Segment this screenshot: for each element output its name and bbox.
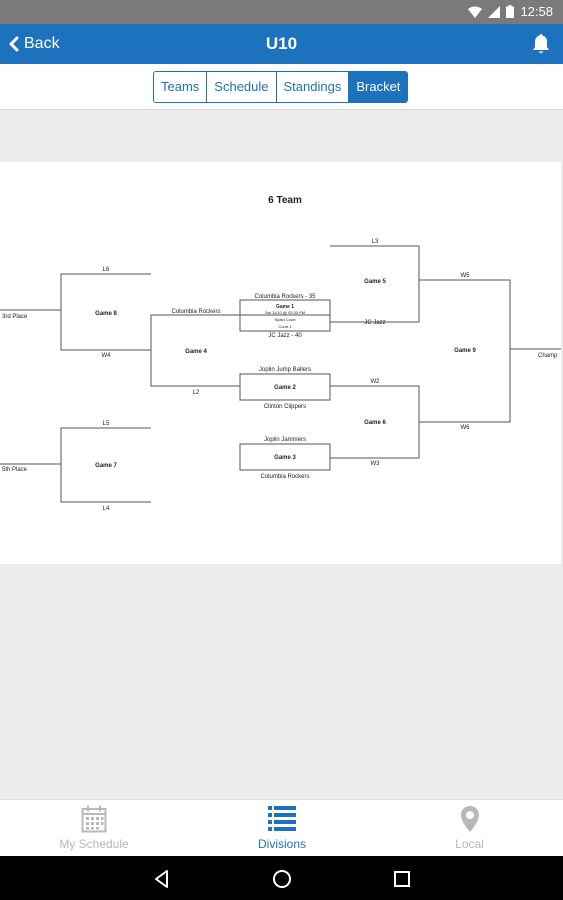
game-6-label[interactable]: Game 6 xyxy=(364,420,386,426)
place-label-5th: 5th Place xyxy=(2,467,28,473)
bottom-nav: My Schedule Divisions Local xyxy=(0,799,563,856)
app-bar: U10 Back xyxy=(0,24,563,64)
bell-icon[interactable] xyxy=(529,32,553,56)
game-2-bottom-slot: Clinton Clippers xyxy=(264,404,306,410)
status-bar: 12:58 xyxy=(0,0,563,24)
bracket-view[interactable]: 6 Team 3rd Place 5th Place Champ L6 Game… xyxy=(0,162,561,564)
nav-label-local: Local xyxy=(455,837,484,851)
location-pin-icon xyxy=(460,806,479,832)
game-5-top-slot: L3 xyxy=(372,239,379,245)
calendar-icon xyxy=(81,805,107,833)
game-6-top-slot: W2 xyxy=(371,379,381,385)
system-nav-bar xyxy=(0,856,563,900)
tab-schedule[interactable]: Schedule xyxy=(207,72,277,102)
recents-square-icon[interactable] xyxy=(391,868,413,890)
page-title: U10 xyxy=(265,34,298,53)
signal-icon xyxy=(488,5,501,18)
status-time: 12:58 xyxy=(520,4,553,19)
champion-label: Champ xyxy=(538,353,558,359)
game-3-top-slot: Joplin Jammers xyxy=(264,437,306,443)
nav-my-schedule[interactable]: My Schedule xyxy=(0,800,188,857)
nav-label-divisions: Divisions xyxy=(257,837,306,851)
game-5-label[interactable]: Game 5 xyxy=(364,279,386,285)
nav-local[interactable]: Local xyxy=(376,800,563,857)
game-1-bottom-slot: JC Jazz - 40 xyxy=(268,333,302,339)
game-9-bottom-slot: W6 xyxy=(461,425,471,431)
game-7-top-slot: L5 xyxy=(103,421,110,427)
home-circle-icon[interactable] xyxy=(271,868,293,890)
game-1-datetime: Sat 11/10 @ 03:30 PM xyxy=(265,310,305,315)
tab-standings[interactable]: Standings xyxy=(276,72,350,102)
back-label: Back xyxy=(24,35,60,52)
battery-icon xyxy=(506,5,515,18)
bracket-title: 6 Team xyxy=(268,195,302,206)
back-triangle-icon[interactable] xyxy=(151,868,173,890)
game-8-label[interactable]: Game 8 xyxy=(95,311,117,317)
game-1-court: Court 1 xyxy=(278,324,292,329)
game-1-label[interactable]: Game 1 xyxy=(276,304,294,310)
place-label-3rd: 3rd Place xyxy=(2,314,28,320)
game-8-top-slot: L6 xyxy=(103,267,110,273)
game-3-bottom-slot: Columbia Rockers xyxy=(260,474,309,480)
segment-bar: Teams Schedule Standings Bracket xyxy=(0,64,563,110)
back-button[interactable]: Back xyxy=(8,24,60,64)
status-icons: 12:58 xyxy=(468,4,553,19)
nav-label-my-schedule: My Schedule xyxy=(59,837,129,851)
wifi-icon xyxy=(468,6,483,18)
nav-divisions[interactable]: Divisions xyxy=(188,800,376,857)
tab-teams[interactable]: Teams xyxy=(154,72,208,102)
game-8-bottom-slot: W4 xyxy=(102,353,112,359)
list-icon xyxy=(268,806,296,831)
game-5-bottom-slot: JC Jazz xyxy=(364,320,385,326)
game-3-label[interactable]: Game 3 xyxy=(274,455,296,461)
game-1-top-slot: Columbia Rockers - 35 xyxy=(254,294,316,300)
game-1-venue: Spaid Court xyxy=(274,317,296,322)
segmented-control: Teams Schedule Standings Bracket xyxy=(153,71,409,103)
game-4-label[interactable]: Game 4 xyxy=(185,349,207,355)
game-7-label[interactable]: Game 7 xyxy=(95,463,117,469)
game-6-bottom-slot: W3 xyxy=(371,461,381,467)
chevron-left-icon xyxy=(9,36,19,52)
game-9-label[interactable]: Game 9 xyxy=(454,348,476,354)
game-2-label[interactable]: Game 2 xyxy=(274,385,296,391)
bracket-diagram: 6 Team 3rd Place 5th Place Champ L6 Game… xyxy=(0,195,561,512)
game-2-top-slot: Joplin Jump Ballers xyxy=(259,367,311,373)
game-9-top-slot: W5 xyxy=(461,273,471,279)
game-4-bottom-slot: L2 xyxy=(193,390,200,396)
tab-bracket[interactable]: Bracket xyxy=(349,72,408,102)
game-4-top-slot: Columbia Rockers xyxy=(171,309,220,315)
game-7-bottom-slot: L4 xyxy=(103,506,110,512)
